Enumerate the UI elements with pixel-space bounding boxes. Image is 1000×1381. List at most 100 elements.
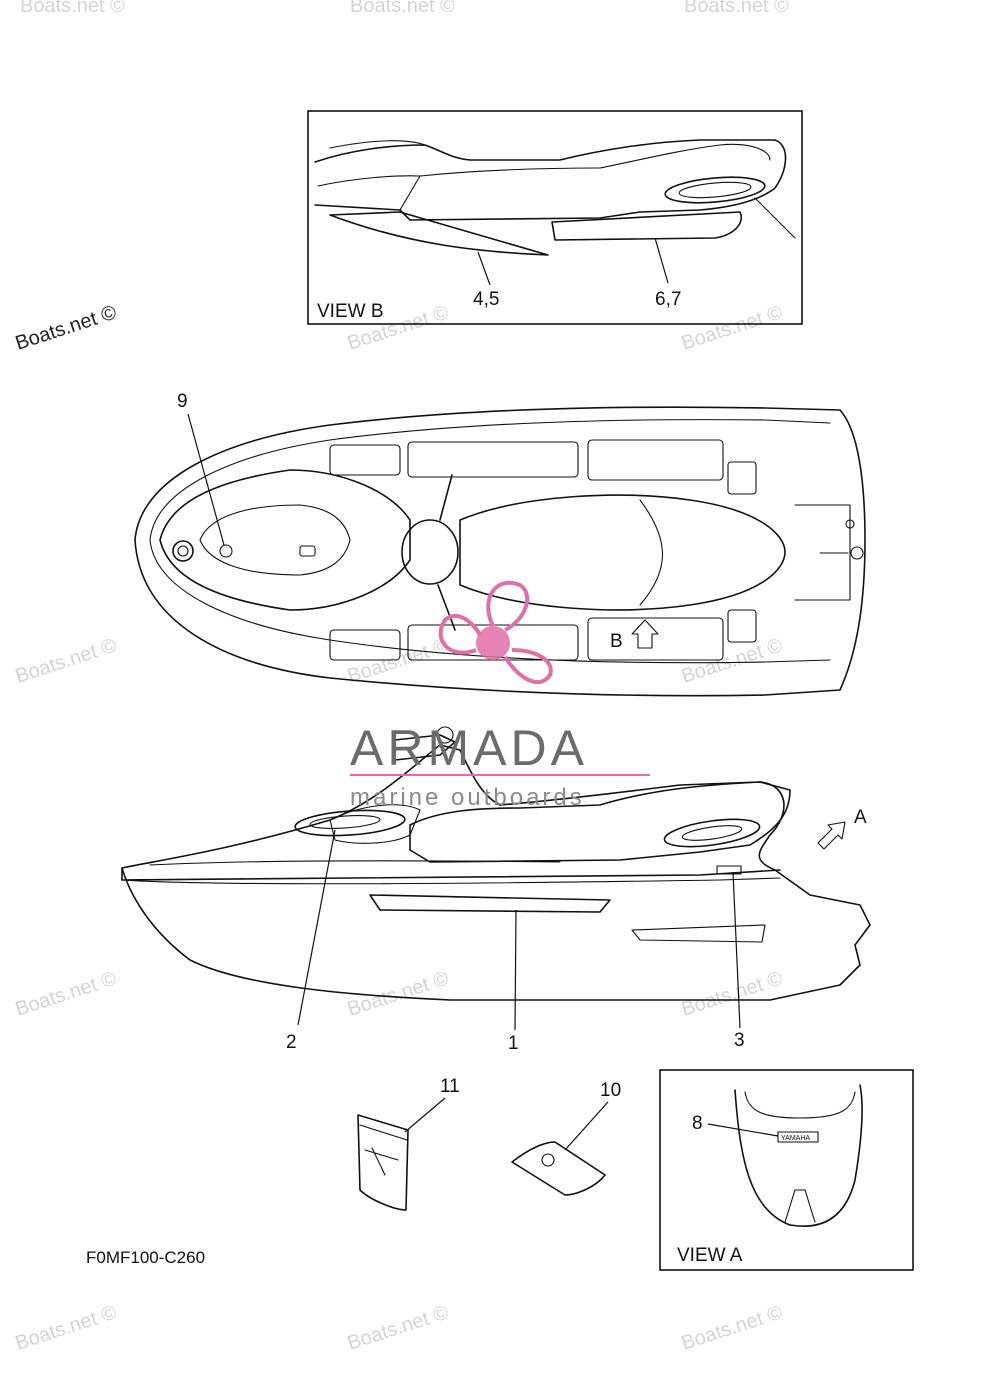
view-a-panel: YAMAHA 8 VIEW A xyxy=(659,1069,914,1271)
stern-outline xyxy=(734,1084,863,1227)
watermark: Boats.net © xyxy=(345,634,452,687)
callout-4-5: 4,5 xyxy=(473,289,499,310)
decal-6-7 xyxy=(551,211,742,241)
decal-2 xyxy=(294,809,406,837)
hood-storage-lid xyxy=(199,504,351,576)
watermark: Boats.net © xyxy=(350,0,455,17)
hood xyxy=(159,469,411,611)
decal-4-5 xyxy=(329,211,549,256)
footwell-pad xyxy=(587,439,724,481)
leader-10 xyxy=(564,1101,609,1151)
callout-6-7: 6,7 xyxy=(655,289,681,310)
watermark: Boats.net © xyxy=(684,0,789,17)
stern-deck xyxy=(794,504,851,601)
stern-top-edge xyxy=(744,1091,856,1119)
callout-11: 11 xyxy=(440,1076,460,1097)
part-10: 10 xyxy=(511,1080,621,1196)
part-11: 11 xyxy=(357,1076,460,1211)
seat-outline xyxy=(314,139,787,221)
handlebar-side xyxy=(394,734,456,761)
card-detail xyxy=(359,1124,408,1176)
grab-handle-inner xyxy=(678,181,752,199)
hood-switch xyxy=(299,545,316,557)
rear-grab-handle-inner xyxy=(681,825,743,841)
handlebar xyxy=(437,474,456,631)
footwell-pad xyxy=(329,444,401,476)
pouch-button xyxy=(541,1153,555,1167)
hood-latch xyxy=(172,540,194,562)
watermark: Boats.net © xyxy=(20,0,125,17)
leader-6-7 xyxy=(654,237,669,284)
watermark-group: Boats.net © Boats.net © Boats.net © Boat… xyxy=(13,0,789,1355)
callout-10: 10 xyxy=(600,1080,621,1101)
grab-handle xyxy=(664,176,766,204)
seat-back-line xyxy=(329,140,426,149)
armada-wordmark: ARMADA xyxy=(350,720,588,776)
seat-seam xyxy=(639,499,664,606)
hull-edge xyxy=(754,197,796,239)
callout-8: 8 xyxy=(692,1113,703,1134)
callout-3: 3 xyxy=(734,1030,745,1051)
seat-rear xyxy=(599,143,771,169)
decal-9-mark xyxy=(219,544,233,558)
seat-top xyxy=(459,494,786,611)
watermark: Boats.net © xyxy=(13,634,120,687)
callout-1: 1 xyxy=(508,1033,519,1054)
view-a-frame xyxy=(659,1069,914,1271)
leader-4-5 xyxy=(477,251,491,286)
leader-11 xyxy=(404,1097,446,1133)
hull-gunwale-bottom xyxy=(149,539,831,664)
watermark: Boats.net © xyxy=(679,967,786,1020)
armada-tagline: marine outboards xyxy=(350,784,585,811)
hull-outline-top xyxy=(134,406,866,697)
leader-1 xyxy=(514,909,517,1031)
view-b-frame xyxy=(307,110,803,325)
propeller-icon xyxy=(438,580,553,685)
watermark: Boats.net © xyxy=(13,1301,120,1354)
decal-2-inner xyxy=(309,814,381,830)
footwell-pad xyxy=(329,629,401,661)
arrow-up-icon xyxy=(631,619,659,649)
hood-latch-inner xyxy=(177,545,189,557)
caution-card xyxy=(357,1114,409,1211)
leader-3 xyxy=(732,871,741,1029)
watermark: Boats.net © xyxy=(345,1301,452,1354)
arrow-down-left-icon xyxy=(817,821,846,850)
leader-8 xyxy=(707,1123,779,1137)
hull-gunwale-top xyxy=(149,419,831,541)
stern-eye xyxy=(850,546,864,560)
watermark: Boats.net © xyxy=(679,1301,786,1354)
seat-crease xyxy=(317,167,601,187)
view-b-label: VIEW B xyxy=(317,301,384,322)
footwell-pad xyxy=(587,617,724,661)
seat-front-edge xyxy=(399,175,421,211)
direction-marker-a: A xyxy=(854,807,867,828)
top-view: B 9 xyxy=(134,391,866,697)
manual-pouch xyxy=(511,1141,606,1196)
decal-1 xyxy=(369,894,611,913)
watermark-dark: Boats.net © xyxy=(13,301,120,354)
grip-end xyxy=(436,726,454,744)
footwell-pad xyxy=(407,441,579,478)
view-b-panel: 4,5 6,7 VIEW B xyxy=(307,110,803,325)
armada-logo: ARMADA marine outboards xyxy=(350,580,650,811)
watermark: Boats.net © xyxy=(13,967,120,1020)
footwell-pad xyxy=(727,461,757,495)
rub-rail xyxy=(121,877,781,885)
watermark: Boats.net © xyxy=(679,301,786,354)
leader-2 xyxy=(297,829,336,1026)
yamaha-badge xyxy=(777,1131,819,1143)
leader-9 xyxy=(187,413,225,546)
footwell-pad xyxy=(727,609,757,643)
tow-eye xyxy=(784,1189,816,1223)
side-view: A 2 1 3 xyxy=(121,726,871,1054)
steering-column xyxy=(401,519,459,585)
diagram-code: F0MF100-C260 xyxy=(86,1248,205,1267)
side-decal xyxy=(631,924,766,943)
yamaha-badge-text: YAMAHA xyxy=(781,1135,810,1142)
rear-grab-handle xyxy=(663,818,761,848)
gunwale-line xyxy=(121,867,781,881)
callout-2: 2 xyxy=(286,1032,297,1053)
decal-3 xyxy=(716,865,742,875)
